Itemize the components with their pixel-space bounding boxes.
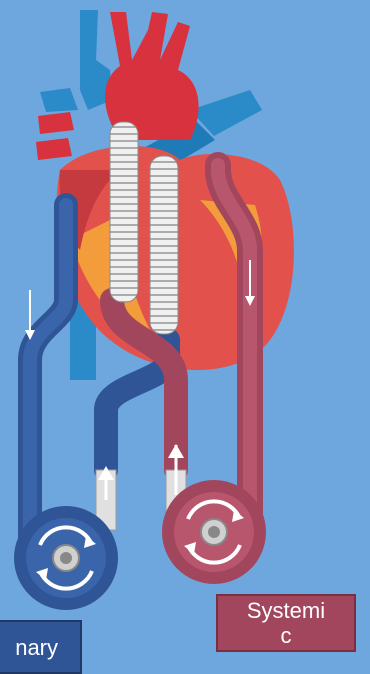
pulmonary-pump [14, 506, 118, 610]
systemic-pump [162, 480, 266, 584]
pulmonary-label: nary [0, 620, 82, 674]
systemic-label: Systemic [216, 594, 356, 652]
pulmonary-label-text: nary [15, 635, 58, 660]
systemic-label-text: Systemic [247, 598, 325, 648]
